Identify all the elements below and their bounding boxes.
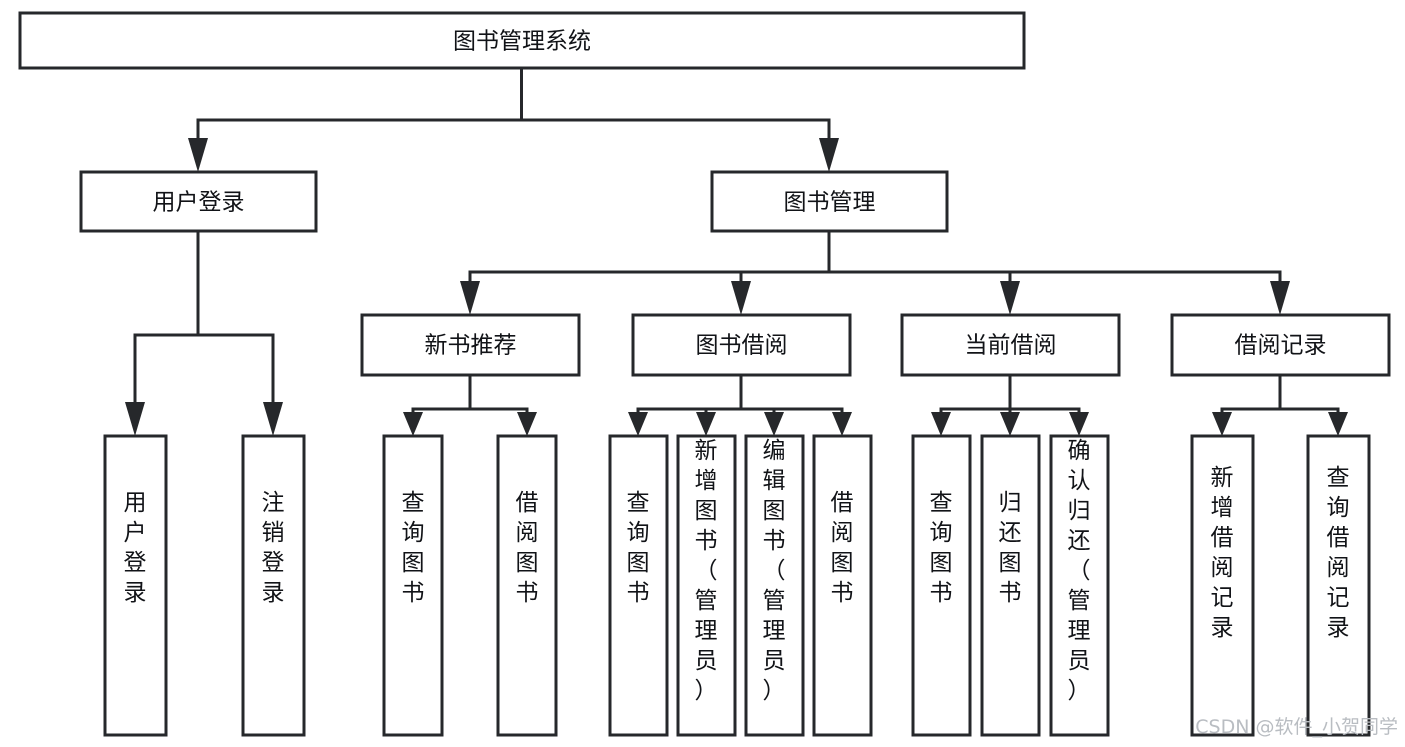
arrowhead-leaf-query-record <box>1328 412 1348 436</box>
arrowhead-leaf-query-book-3 <box>931 412 951 436</box>
connector-group-root <box>188 66 839 172</box>
node-leaf-add-book[interactable]: 新增图书（管理员） <box>676 434 737 737</box>
node-current-borrow-box[interactable] <box>900 313 1121 377</box>
node-leaf-user-logout-box[interactable] <box>241 434 306 737</box>
node-root-box[interactable] <box>18 11 1026 70</box>
node-leaf-borrow-book-2-label: 借阅图书 <box>831 490 854 606</box>
arrowhead-book-borrow <box>731 281 751 315</box>
arrowhead-leaf-add-book <box>696 412 716 436</box>
node-user-login[interactable]: 用户登录 <box>79 170 318 233</box>
node-borrow-record-box[interactable] <box>1170 313 1391 377</box>
node-leaf-user-login-label: 用户登录 <box>124 490 147 606</box>
node-leaf-query-book-1-box[interactable] <box>382 434 444 737</box>
node-current-borrow-label: 当前借阅 <box>965 333 1057 359</box>
arrowhead-leaf-confirm-return <box>1069 412 1089 436</box>
arrowhead-current-borrow <box>1000 281 1020 315</box>
node-user-login-box[interactable] <box>79 170 318 233</box>
node-leaf-return-book-box[interactable] <box>980 434 1041 737</box>
node-leaf-confirm-return-label: 确认归还（管理员） <box>1068 438 1091 704</box>
node-new-book-recommend-label: 新书推荐 <box>425 333 517 359</box>
node-book-management-box[interactable] <box>710 170 949 233</box>
arrowhead-book-management <box>819 138 839 172</box>
arrowhead-borrow-record <box>1270 281 1290 315</box>
node-leaf-add-book-box[interactable] <box>676 434 737 737</box>
arrowhead-leaf-return-book <box>1000 412 1020 436</box>
node-leaf-borrow-book-2-box[interactable] <box>812 434 873 737</box>
connector-group-book-borrow <box>628 373 852 436</box>
node-leaf-borrow-book-2[interactable]: 借阅图书 <box>812 434 873 737</box>
node-leaf-user-login-box[interactable] <box>103 434 168 737</box>
node-leaf-query-book-1[interactable]: 查询图书 <box>382 434 444 737</box>
node-leaf-confirm-return[interactable]: 确认归还（管理员） <box>1049 434 1110 737</box>
node-root-label: 图书管理系统 <box>453 29 591 55</box>
node-leaf-add-record-label: 新增借阅记录 <box>1211 465 1234 641</box>
node-borrow-record[interactable]: 借阅记录 <box>1170 313 1391 377</box>
node-leaf-borrow-book-1[interactable]: 借阅图书 <box>496 434 558 737</box>
arrowhead-leaf-user-login <box>125 402 145 436</box>
arrowhead-leaf-edit-book <box>764 412 784 436</box>
node-user-login-label: 用户登录 <box>153 190 245 216</box>
node-leaf-user-login[interactable]: 用户登录 <box>103 434 168 737</box>
connector-group-new-book-recommend <box>403 373 537 436</box>
node-book-management[interactable]: 图书管理 <box>710 170 949 233</box>
node-leaf-query-book-1-label: 查询图书 <box>402 490 425 606</box>
node-book-borrow-label: 图书借阅 <box>696 333 788 359</box>
node-leaf-query-record[interactable]: 查询借阅记录 <box>1306 434 1371 737</box>
arrowhead-leaf-query-book-1 <box>403 412 423 436</box>
node-borrow-record-label: 借阅记录 <box>1235 333 1327 359</box>
connector-group-current-borrow <box>931 373 1089 436</box>
node-leaf-query-record-box[interactable] <box>1306 434 1371 737</box>
connector-group-borrow-record <box>1212 373 1348 436</box>
node-book-borrow[interactable]: 图书借阅 <box>631 313 852 377</box>
arrowhead-leaf-user-logout <box>263 402 283 436</box>
node-leaf-confirm-return-box[interactable] <box>1049 434 1110 737</box>
node-leaf-query-book-2[interactable]: 查询图书 <box>608 434 669 737</box>
node-leaf-edit-book-box[interactable] <box>744 434 805 737</box>
watermark-text: CSDN @软件_小贺同学 <box>1195 716 1398 738</box>
node-book-management-label: 图书管理 <box>784 190 876 216</box>
arrowhead-leaf-borrow-book-1 <box>517 412 537 436</box>
connector-group-book-management <box>460 229 1290 315</box>
node-leaf-edit-book-label: 编辑图书（管理员） <box>763 438 786 704</box>
node-leaf-query-book-2-box[interactable] <box>608 434 669 737</box>
node-leaf-add-record[interactable]: 新增借阅记录 <box>1190 434 1255 737</box>
arrowhead-leaf-borrow-book-2 <box>832 412 852 436</box>
node-current-borrow[interactable]: 当前借阅 <box>900 313 1121 377</box>
node-root[interactable]: 图书管理系统 <box>18 11 1026 70</box>
node-leaf-query-record-label: 查询借阅记录 <box>1327 465 1350 641</box>
node-leaf-borrow-book-1-box[interactable] <box>496 434 558 737</box>
node-new-book-recommend-box[interactable] <box>360 313 581 377</box>
node-leaf-query-book-2-label: 查询图书 <box>627 490 650 606</box>
node-book-borrow-box[interactable] <box>631 313 852 377</box>
node-leaf-query-book-3-label: 查询图书 <box>930 490 953 606</box>
arrowhead-new-book-recommend <box>460 281 480 315</box>
node-leaf-add-book-label: 新增图书（管理员） <box>695 438 718 704</box>
arrowhead-leaf-add-record <box>1212 412 1232 436</box>
node-leaf-return-book[interactable]: 归还图书 <box>980 434 1041 737</box>
node-leaf-add-record-box[interactable] <box>1190 434 1255 737</box>
node-leaf-query-book-3[interactable]: 查询图书 <box>911 434 972 737</box>
node-leaf-query-book-3-box[interactable] <box>911 434 972 737</box>
node-leaf-user-logout[interactable]: 注销登录 <box>241 434 306 737</box>
connector-group-user-login <box>125 229 283 436</box>
node-leaf-edit-book[interactable]: 编辑图书（管理员） <box>744 434 805 737</box>
arrowhead-leaf-query-book-2 <box>628 412 648 436</box>
arrowhead-user-login <box>188 138 208 172</box>
node-leaf-user-logout-label: 注销登录 <box>262 490 285 606</box>
node-new-book-recommend[interactable]: 新书推荐 <box>360 313 581 377</box>
node-leaf-borrow-book-1-label: 借阅图书 <box>516 490 539 606</box>
node-leaf-return-book-label: 归还图书 <box>999 490 1022 606</box>
